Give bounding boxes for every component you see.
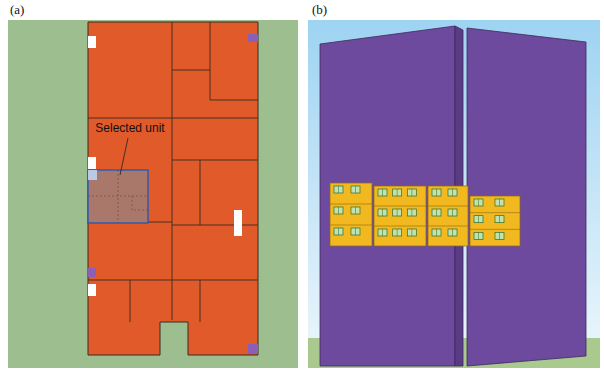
opening-marks xyxy=(88,34,258,354)
sky xyxy=(308,20,600,368)
leader-line xyxy=(120,138,128,175)
panel-letter: (a) xyxy=(10,3,24,17)
unit-partitions xyxy=(88,170,148,223)
panel-letter: (b) xyxy=(312,3,327,17)
ground xyxy=(8,20,298,368)
window-mark xyxy=(88,170,97,180)
callout-label: Selected unit xyxy=(95,122,164,135)
floor-plan xyxy=(88,22,258,355)
building-block xyxy=(467,28,586,366)
selected-unit xyxy=(88,170,148,223)
apartment-band xyxy=(330,183,520,246)
wall-lines xyxy=(88,22,258,322)
building-block xyxy=(320,26,455,366)
